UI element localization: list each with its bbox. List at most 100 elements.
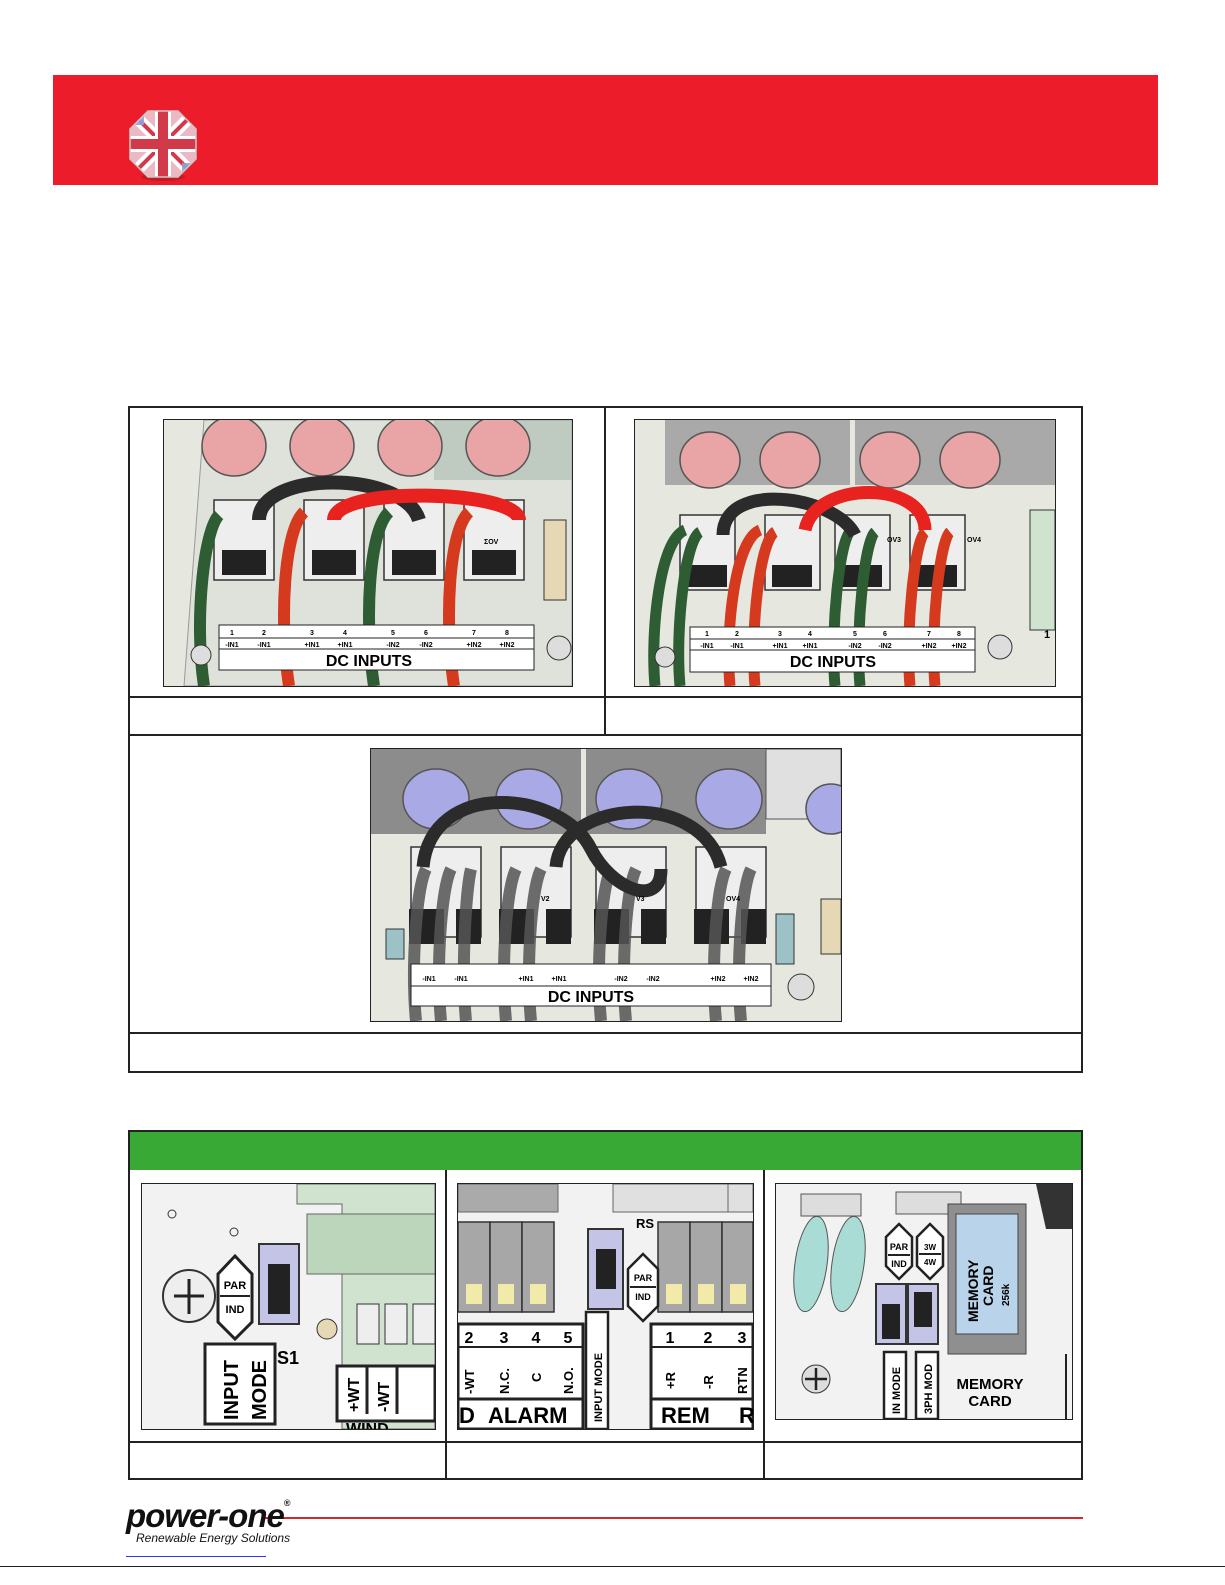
terminal-label: +IN1	[338, 642, 353, 649]
switch2-top-label: 3W	[924, 1243, 936, 1252]
uk-flag-icon	[129, 110, 197, 181]
terminal-number: 1	[230, 630, 234, 637]
dc-inputs-title: DC INPUTS	[326, 653, 413, 670]
terminal-label: +IN2	[467, 642, 482, 649]
terminal-number: 2	[704, 1330, 713, 1347]
terminal-label: -IN2	[646, 976, 659, 983]
terminal-number: 5	[391, 630, 395, 637]
terminal-label: -IN1	[730, 643, 743, 650]
switch-id: S1	[277, 1348, 299, 1368]
input-mode-label: MODE	[249, 1360, 271, 1420]
terminal-number: 4	[808, 631, 812, 638]
terminal-label: +IN2	[952, 643, 967, 650]
terminal-label: -IN1	[257, 642, 270, 649]
switch2-bottom-label: 4W	[924, 1258, 936, 1267]
input-mode-switch-figure: PAR IND INPUT MODE S1 +WT -WT WIND	[141, 1183, 436, 1430]
header-banner	[53, 75, 1158, 185]
terminal-label: +WT	[346, 1378, 363, 1412]
input-mode-label: INPUT MODE	[593, 1353, 605, 1422]
table-divider	[128, 1032, 1083, 1034]
terminal-label: +R	[663, 1371, 678, 1389]
footer-rule	[265, 1517, 1083, 1519]
alarm-label: ALARM	[488, 1403, 567, 1428]
switch-top-label: PAR	[224, 1280, 246, 1292]
memory-card-text: CARD	[980, 1266, 996, 1306]
ph-mode-label: 3PH MOD	[923, 1364, 935, 1414]
terminal-label: RTN	[735, 1367, 750, 1394]
switch1-bottom-label: IND	[891, 1259, 907, 1269]
dc-inputs-figure-b: OV3 OV4 1 1 2 3 4 5 6 7 8 -IN1 -IN1 +IN1…	[634, 419, 1056, 687]
terminal-label: -IN1	[225, 642, 238, 649]
rem-suffix: R	[739, 1403, 753, 1428]
terminal-label: +IN2	[711, 976, 726, 983]
terminal-number: 6	[424, 630, 428, 637]
terminal-number: 7	[472, 630, 476, 637]
footer-link-underline	[126, 1556, 266, 1557]
terminal-number: 2	[465, 1330, 474, 1347]
terminal-label: N.O.	[561, 1367, 576, 1394]
alarm-prefix: D	[459, 1403, 475, 1428]
terminal-number: 2	[735, 631, 739, 638]
terminal-label: -IN1	[422, 976, 435, 983]
terminal-number: 8	[505, 630, 509, 637]
table-divider	[128, 696, 1083, 698]
table-divider	[604, 406, 606, 736]
dc-inputs-title: DC INPUTS	[548, 989, 635, 1006]
terminal-number: 8	[957, 631, 961, 638]
wind-label: WIND	[346, 1421, 389, 1429]
board-mark: V2	[541, 896, 550, 903]
terminal-label: -IN2	[878, 643, 891, 650]
board-mark: V3	[636, 896, 645, 903]
terminal-label: +IN1	[773, 643, 788, 650]
terminal-label: -IN2	[614, 976, 627, 983]
terminal-label: +IN1	[519, 976, 534, 983]
terminal-number: 3	[738, 1330, 747, 1347]
terminal-label: -IN1	[700, 643, 713, 650]
terminal-number: 3	[778, 631, 782, 638]
terminal-number: 3	[500, 1330, 509, 1347]
terminal-number: 1	[705, 631, 709, 638]
alarm-rem-terminals-figure: RS PAR IND 2 3 4 5 -WT N.C. C N.O. D ALA…	[457, 1183, 754, 1430]
terminal-label: -IN2	[386, 642, 399, 649]
board-mark: ΣOV	[484, 539, 499, 546]
brand-tagline: Renewable Energy Solutions	[136, 1531, 291, 1545]
switch-bottom-label: IND	[226, 1304, 245, 1316]
table-divider	[128, 1441, 1083, 1443]
terminal-label: -WT	[462, 1369, 477, 1394]
input-mode-label: INPUT	[221, 1360, 243, 1420]
table-divider	[445, 1170, 447, 1480]
terminal-number: 6	[883, 631, 887, 638]
terminal-label: C	[529, 1372, 544, 1382]
terminal-label: +IN1	[552, 976, 567, 983]
terminal-number: 7	[927, 631, 931, 638]
terminal-number: 5	[564, 1330, 573, 1347]
memory-card-caption: MEMORY	[957, 1376, 1024, 1393]
terminal-label: -WT	[376, 1382, 393, 1412]
memory-card-figure: PAR IND 3W 4W MEMORY CARD 256k IN MODE 3…	[775, 1183, 1073, 1420]
rs-mark: RS	[636, 1216, 654, 1231]
terminal-label: +IN2	[922, 643, 937, 650]
memory-card-caption: CARD	[968, 1393, 1011, 1410]
dc-inputs-figure-c: V2 V3 OV4 -IN1 -IN1 +IN1 +IN1 -IN2 -IN2 …	[370, 748, 842, 1022]
board-mark: OV4	[726, 896, 740, 903]
switch-top-label: PAR	[634, 1273, 653, 1283]
terminal-label: N.C.	[497, 1368, 512, 1394]
terminal-label: +IN2	[500, 642, 515, 649]
terminal-number: 5	[853, 631, 857, 638]
memory-card-text: MEMORY	[965, 1259, 981, 1322]
memory-card-size: 256k	[1001, 1283, 1012, 1306]
terminal-number: 3	[310, 630, 314, 637]
terminal-number: 2	[262, 630, 266, 637]
terminal-number: 4	[343, 630, 347, 637]
terminal-number: 4	[532, 1330, 541, 1347]
switch-bottom-label: IND	[635, 1292, 651, 1302]
terminal-label: +IN2	[744, 976, 759, 983]
table-divider	[128, 734, 1083, 736]
dc-inputs-figure-a: ΣOV 1 2 3 4 5 6 7 8 -IN1 -IN1 +IN1 +IN1 …	[163, 419, 573, 687]
terminal-label: -R	[701, 1375, 716, 1389]
edge-number: 1	[1044, 629, 1050, 641]
brand-name: power-one	[126, 1497, 285, 1534]
registered-mark: ®	[283, 1498, 291, 1508]
section-header-bar	[130, 1132, 1081, 1170]
table-divider	[763, 1170, 765, 1480]
